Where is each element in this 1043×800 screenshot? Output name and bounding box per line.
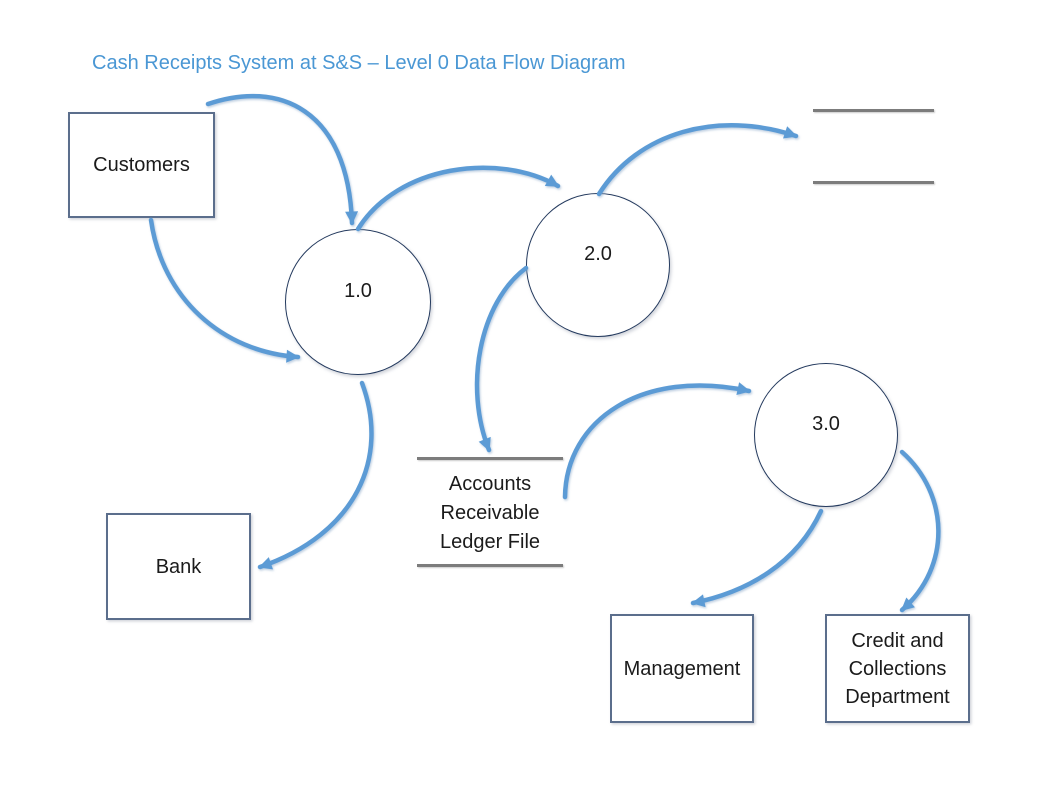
diagram-title: Cash Receipts System at S&S – Level 0 Da… <box>92 52 626 74</box>
flow-process2-to-ar-ledger <box>474 265 529 453</box>
process-1-label: 1.0 <box>344 279 372 302</box>
entity-customers: Customers <box>68 112 215 218</box>
flow-process2-to-unlabeled-store <box>596 123 799 197</box>
datastore-unlabeled-bottom-line <box>813 181 934 184</box>
flow-ar-ledger-to-process3 <box>562 382 752 500</box>
entity-credit-collections: Credit and Collections Department <box>825 614 970 723</box>
entity-customers-label: Customers <box>93 154 190 176</box>
entity-bank: Bank <box>106 513 251 620</box>
process-2-label: 2.0 <box>584 242 612 265</box>
entity-management-label: Management <box>623 657 741 680</box>
datastore-ar-ledger-label: Accounts Receivable Ledger File <box>439 473 541 553</box>
process-1-circle: 1.0 <box>285 229 431 375</box>
entity-credit-collections-label: Credit and Collections Department <box>845 629 950 708</box>
datastore-unlabeled-top-line <box>813 109 934 112</box>
flow-customers-to-process1-top <box>205 93 359 226</box>
flow-process1-to-bank <box>257 380 374 570</box>
flow-process3-to-credit-collections <box>899 449 941 613</box>
entity-bank-label: Bank <box>155 555 202 578</box>
datastore-ar-ledger-top-line <box>417 457 563 460</box>
entity-management: Management <box>610 614 754 723</box>
flow-process3-to-management <box>690 508 824 608</box>
process-2-circle: 2.0 <box>526 193 670 337</box>
datastore-ar-ledger-bottom-line <box>417 564 563 567</box>
process-3-label: 3.0 <box>812 412 840 435</box>
flow-customers-to-process1-side <box>148 217 301 363</box>
process-3-circle: 3.0 <box>754 363 898 507</box>
flow-process1-to-process2 <box>355 165 561 232</box>
